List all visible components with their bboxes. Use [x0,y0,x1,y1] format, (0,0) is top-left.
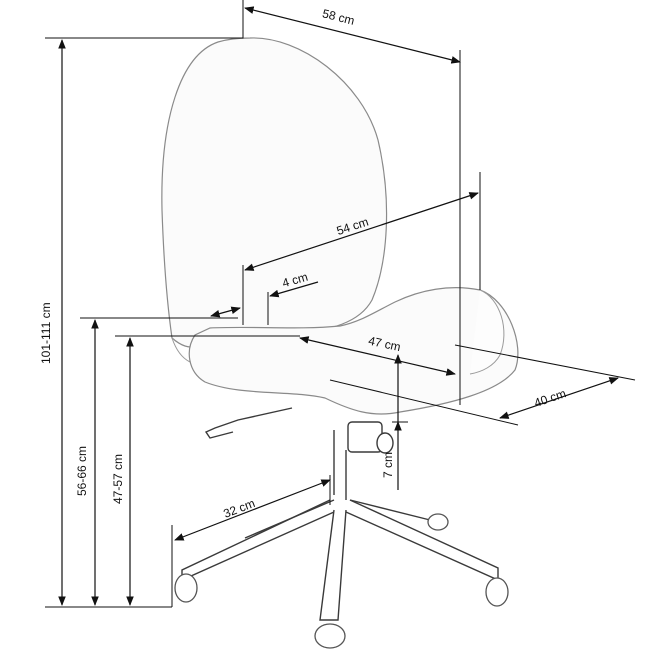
dim-line-seat-depth [299,336,456,376]
label-seat-front-depth: 40 cm [532,386,567,410]
wheel-front [314,623,346,649]
base-leg-left [181,499,335,582]
label-base-radius: 32 cm [221,496,257,521]
base-leg-back-right [349,499,431,521]
label-seat-thickness: 4 cm [281,270,310,291]
chair-illustration [161,37,519,649]
label-seat-depth: 47 cm [367,334,402,354]
dim-line-back-width [244,6,461,64]
label-total-height: 101-111 cm [39,302,53,364]
base-leg-front [319,509,347,621]
label-back-width: 58 cm [321,6,356,27]
dimension-lines [58,6,619,606]
backrest-shape [161,37,388,348]
wheel-left [174,573,198,603]
gas-lift-cover [347,421,383,453]
backrest-edge [171,337,191,363]
base-leg-right [345,499,499,582]
label-armrest-height: 56-66 cm [75,446,89,496]
dim-line-seat-width [244,192,479,271]
dim-line-seat-front-depth [499,377,619,419]
gas-lift-knob [376,432,394,454]
height-lever [204,407,293,439]
dim-line-base-radius [174,479,331,541]
wheel-back-right [427,513,449,531]
wheel-right [485,577,509,607]
label-gap-height: 7 cm [381,452,395,478]
label-seat-height: 47-57 cm [111,454,125,504]
dim-line-seat-thickness [210,306,241,318]
